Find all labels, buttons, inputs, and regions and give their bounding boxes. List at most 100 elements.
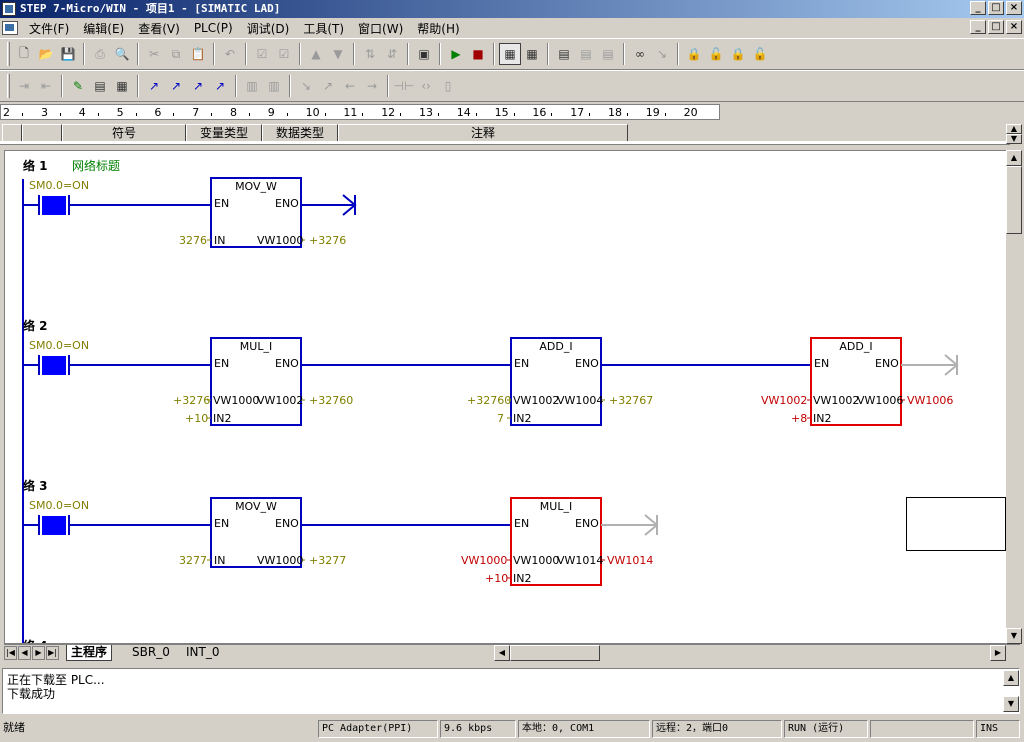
- contact-fill[interactable]: [42, 196, 66, 215]
- network-4-label[interactable]: 络 4: [23, 637, 48, 643]
- ladder-editor[interactable]: 络 1 网络标题 SM0.0=ON MOV_W EN ENO 3276 IN V…: [4, 150, 1007, 644]
- print-preview-icon[interactable]: 🔍: [114, 47, 130, 61]
- input-value[interactable]: +32760: [467, 394, 512, 407]
- doc-restore-button[interactable]: □: [988, 20, 1004, 34]
- mov-w-box[interactable]: [210, 497, 302, 568]
- insert-contact-icon[interactable]: ↗: [148, 79, 160, 93]
- remove-bookmarks-icon[interactable]: ▦: [116, 79, 128, 93]
- output-window[interactable]: 正在下载至 PLC... 下载成功 ▲ ▼: [2, 668, 1020, 714]
- paste-icon[interactable]: 📋: [190, 47, 206, 61]
- tab-int-0[interactable]: INT_0: [186, 645, 220, 659]
- download-icon[interactable]: ▼: [333, 47, 343, 61]
- scroll-down-button[interactable]: ▼: [1006, 628, 1022, 644]
- menu-help[interactable]: 帮助(H): [417, 21, 460, 36]
- last-tab-icon[interactable]: ▶|: [46, 646, 59, 660]
- maximize-button[interactable]: □: [988, 1, 1004, 15]
- unlock-icon[interactable]: 🔓: [708, 47, 724, 61]
- force-icon[interactable]: ∞: [635, 47, 645, 61]
- single-read-icon[interactable]: ▤: [580, 47, 592, 61]
- copy-icon[interactable]: ⧉: [171, 46, 181, 61]
- menu-plc[interactable]: PLC(P): [193, 21, 233, 35]
- input-value[interactable]: 3277: [179, 554, 207, 567]
- toggle-bookmark-icon[interactable]: ✎: [72, 79, 84, 93]
- compile-icon[interactable]: ☑: [256, 47, 268, 61]
- mul-i-box-error[interactable]: [510, 497, 602, 586]
- menu-file[interactable]: 文件(F): [29, 21, 70, 36]
- scroll-thumb[interactable]: [1006, 166, 1022, 234]
- column-comment[interactable]: 注释: [338, 124, 628, 142]
- document-icon[interactable]: [2, 21, 18, 35]
- symbol-info-icon[interactable]: ▥: [268, 79, 280, 93]
- toolbar-grip[interactable]: [7, 42, 10, 66]
- column-data-type[interactable]: 数据类型: [262, 124, 338, 142]
- network-3-label[interactable]: 络 3: [23, 479, 48, 493]
- input-value[interactable]: +3276: [173, 394, 211, 407]
- doc-close-button[interactable]: ×: [1006, 20, 1022, 34]
- input-value[interactable]: 3276: [179, 234, 207, 247]
- in2-value[interactable]: 7: [497, 412, 504, 425]
- app-icon[interactable]: [2, 2, 16, 16]
- undo-icon[interactable]: ↶: [224, 47, 236, 61]
- toolbar-grip[interactable]: [7, 74, 10, 98]
- stop-icon[interactable]: ■: [472, 47, 484, 61]
- prev-tab-icon[interactable]: ◀: [18, 646, 31, 660]
- in2-value[interactable]: +8: [791, 412, 808, 425]
- insert-coil-icon[interactable]: ↗: [170, 79, 182, 93]
- unforce-all-icon[interactable]: 🔓: [752, 47, 768, 61]
- delete-icon[interactable]: ↗: [214, 79, 226, 93]
- add-i-box[interactable]: [510, 337, 602, 426]
- close-button[interactable]: ×: [1006, 1, 1022, 15]
- chart-status-icon[interactable]: ▤: [558, 47, 570, 61]
- output-value[interactable]: +3276: [309, 234, 347, 247]
- input-value[interactable]: VW1002: [761, 394, 808, 407]
- input-value[interactable]: VW1000: [461, 554, 508, 567]
- upload-icon[interactable]: ▲: [311, 47, 321, 61]
- outdent-icon[interactable]: ⇤: [40, 79, 52, 93]
- line-up-icon[interactable]: ↗: [322, 79, 334, 93]
- minimize-button[interactable]: _: [970, 1, 986, 15]
- editor-vertical-scrollbar[interactable]: ▲ ▼: [1006, 150, 1022, 644]
- cursor-box[interactable]: [906, 497, 1006, 551]
- in2-value[interactable]: +10: [485, 572, 509, 585]
- line-right-icon[interactable]: →: [366, 79, 378, 93]
- output-value[interactable]: +32767: [609, 394, 654, 407]
- output-value[interactable]: +32760: [309, 394, 354, 407]
- save-icon[interactable]: 💾: [60, 47, 76, 61]
- mov-w-box[interactable]: [210, 177, 302, 248]
- scroll-left-button[interactable]: ◀: [494, 645, 510, 661]
- column-blank[interactable]: [22, 124, 62, 142]
- scroll-down-button[interactable]: ▼: [1003, 696, 1019, 712]
- horizontal-scroll-thumb[interactable]: [510, 645, 600, 661]
- in2-value[interactable]: +10: [185, 412, 209, 425]
- contact-fill[interactable]: [42, 356, 66, 375]
- sort-ascending-icon[interactable]: ⇅: [364, 47, 376, 61]
- new-file-icon[interactable]: 🗋: [19, 45, 29, 60]
- first-tab-icon[interactable]: |◀: [4, 646, 17, 660]
- options-icon[interactable]: ▣: [418, 47, 430, 61]
- lock-icon[interactable]: 🔒: [686, 47, 702, 61]
- symbol-table-icon[interactable]: ▥: [246, 79, 258, 93]
- network-1-label[interactable]: 络 1: [23, 159, 48, 173]
- sort-descending-icon[interactable]: ⇵: [386, 47, 398, 61]
- column-var-type[interactable]: 变量类型: [186, 124, 262, 142]
- doc-minimize-button[interactable]: _: [970, 20, 986, 34]
- network-1-title[interactable]: 网络标题: [72, 159, 121, 173]
- network-2-label[interactable]: 络 2: [23, 319, 48, 333]
- scroll-up-button[interactable]: ▲: [1003, 670, 1019, 686]
- coil-icon[interactable]: ‹›: [421, 79, 431, 93]
- output-value[interactable]: VW1006: [907, 394, 954, 407]
- menu-tools[interactable]: 工具(T): [303, 21, 345, 36]
- tab-sbr-0[interactable]: SBR_0: [132, 645, 170, 659]
- insert-box-icon[interactable]: ↗: [192, 79, 204, 93]
- unforce-icon[interactable]: ↘: [656, 47, 668, 61]
- scroll-up-button[interactable]: ▲: [1006, 150, 1022, 166]
- box-icon[interactable]: ▯: [444, 79, 452, 93]
- line-left-icon[interactable]: ←: [344, 79, 356, 93]
- tab-main[interactable]: 主程序: [66, 645, 113, 661]
- output-value[interactable]: +3277: [309, 554, 347, 567]
- contact-fill[interactable]: [42, 516, 66, 535]
- open-folder-icon[interactable]: 📂: [38, 47, 54, 61]
- next-tab-icon[interactable]: ▶: [32, 646, 45, 660]
- pause-status-icon[interactable]: ▦: [526, 47, 538, 61]
- read-forced-icon[interactable]: 🔒: [730, 47, 746, 61]
